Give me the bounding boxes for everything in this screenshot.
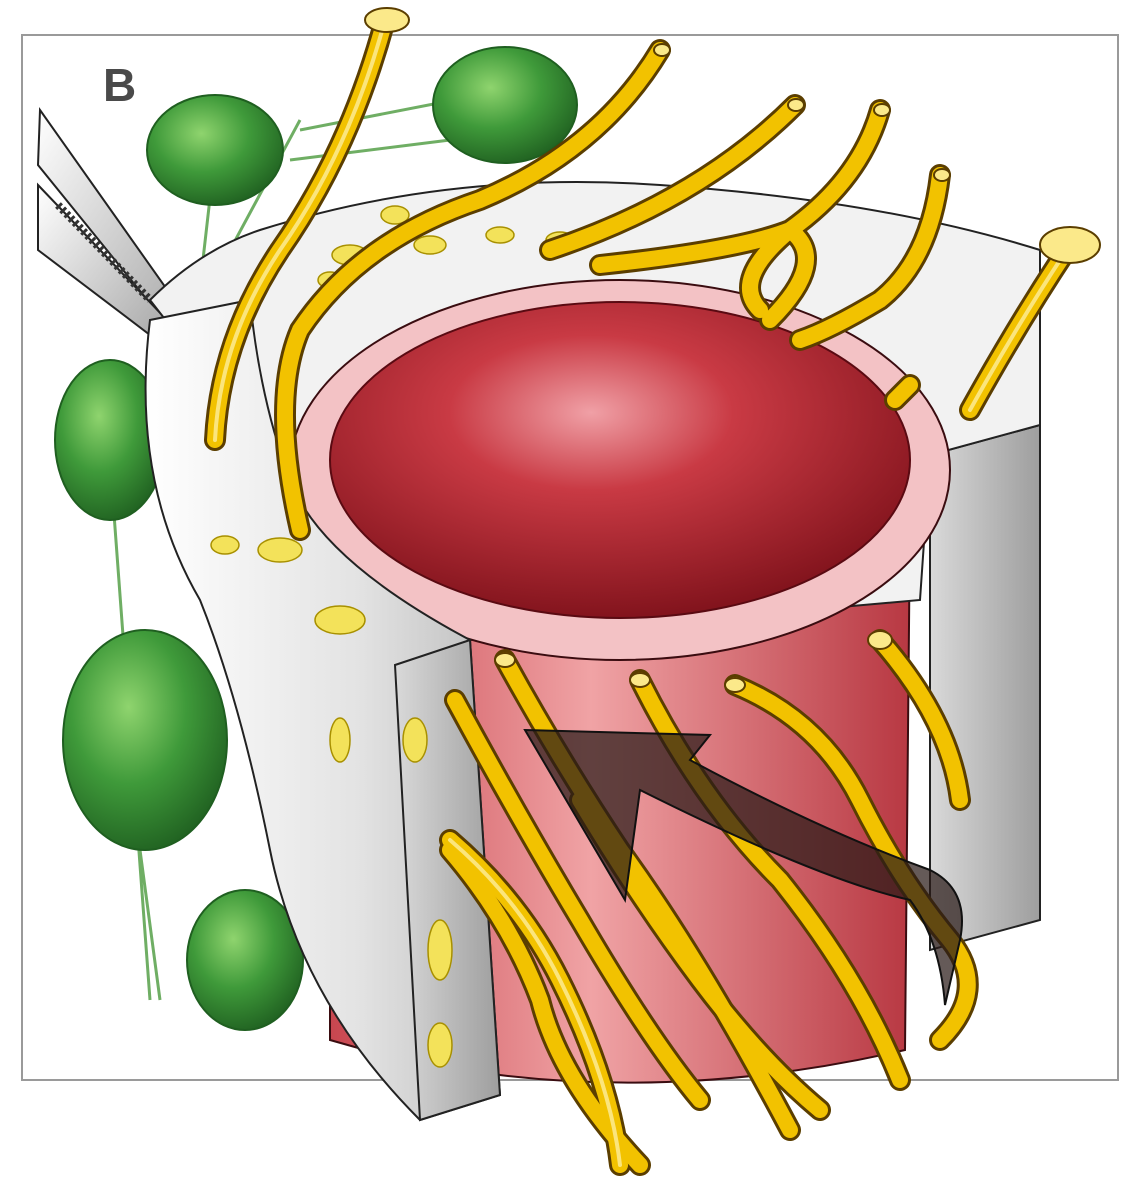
lymph-node bbox=[146, 94, 284, 206]
nerve-cut-ends bbox=[364, 7, 1101, 693]
panel-label: B bbox=[103, 59, 137, 111]
adventitia-cut-face bbox=[393, 638, 502, 1122]
vessel-lumen bbox=[329, 301, 911, 619]
lymph-node bbox=[62, 629, 228, 851]
lymph-node bbox=[186, 889, 304, 1031]
nerve-fibers bbox=[204, 9, 1081, 1176]
curved-arrow-icon bbox=[523, 728, 963, 1006]
lymph-nodes bbox=[54, 46, 578, 1031]
forceps-icon bbox=[36, 107, 187, 337]
adventitia-block-right bbox=[929, 423, 1041, 952]
lymph-node bbox=[432, 46, 578, 164]
